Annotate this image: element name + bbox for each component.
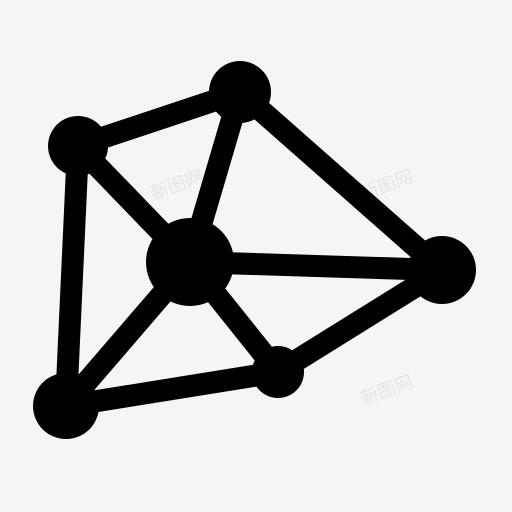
edge	[229, 81, 453, 281]
watermark-text: 新图网	[358, 371, 416, 409]
graph-edges	[55, 81, 453, 417]
node	[408, 236, 476, 304]
watermark-text: 新图网	[358, 166, 416, 204]
graph-nodes	[33, 61, 476, 439]
node	[48, 116, 108, 176]
edge	[55, 361, 289, 417]
node	[252, 346, 304, 398]
edge	[55, 135, 89, 417]
center-node	[146, 218, 234, 306]
node	[209, 61, 271, 123]
node	[33, 373, 99, 439]
